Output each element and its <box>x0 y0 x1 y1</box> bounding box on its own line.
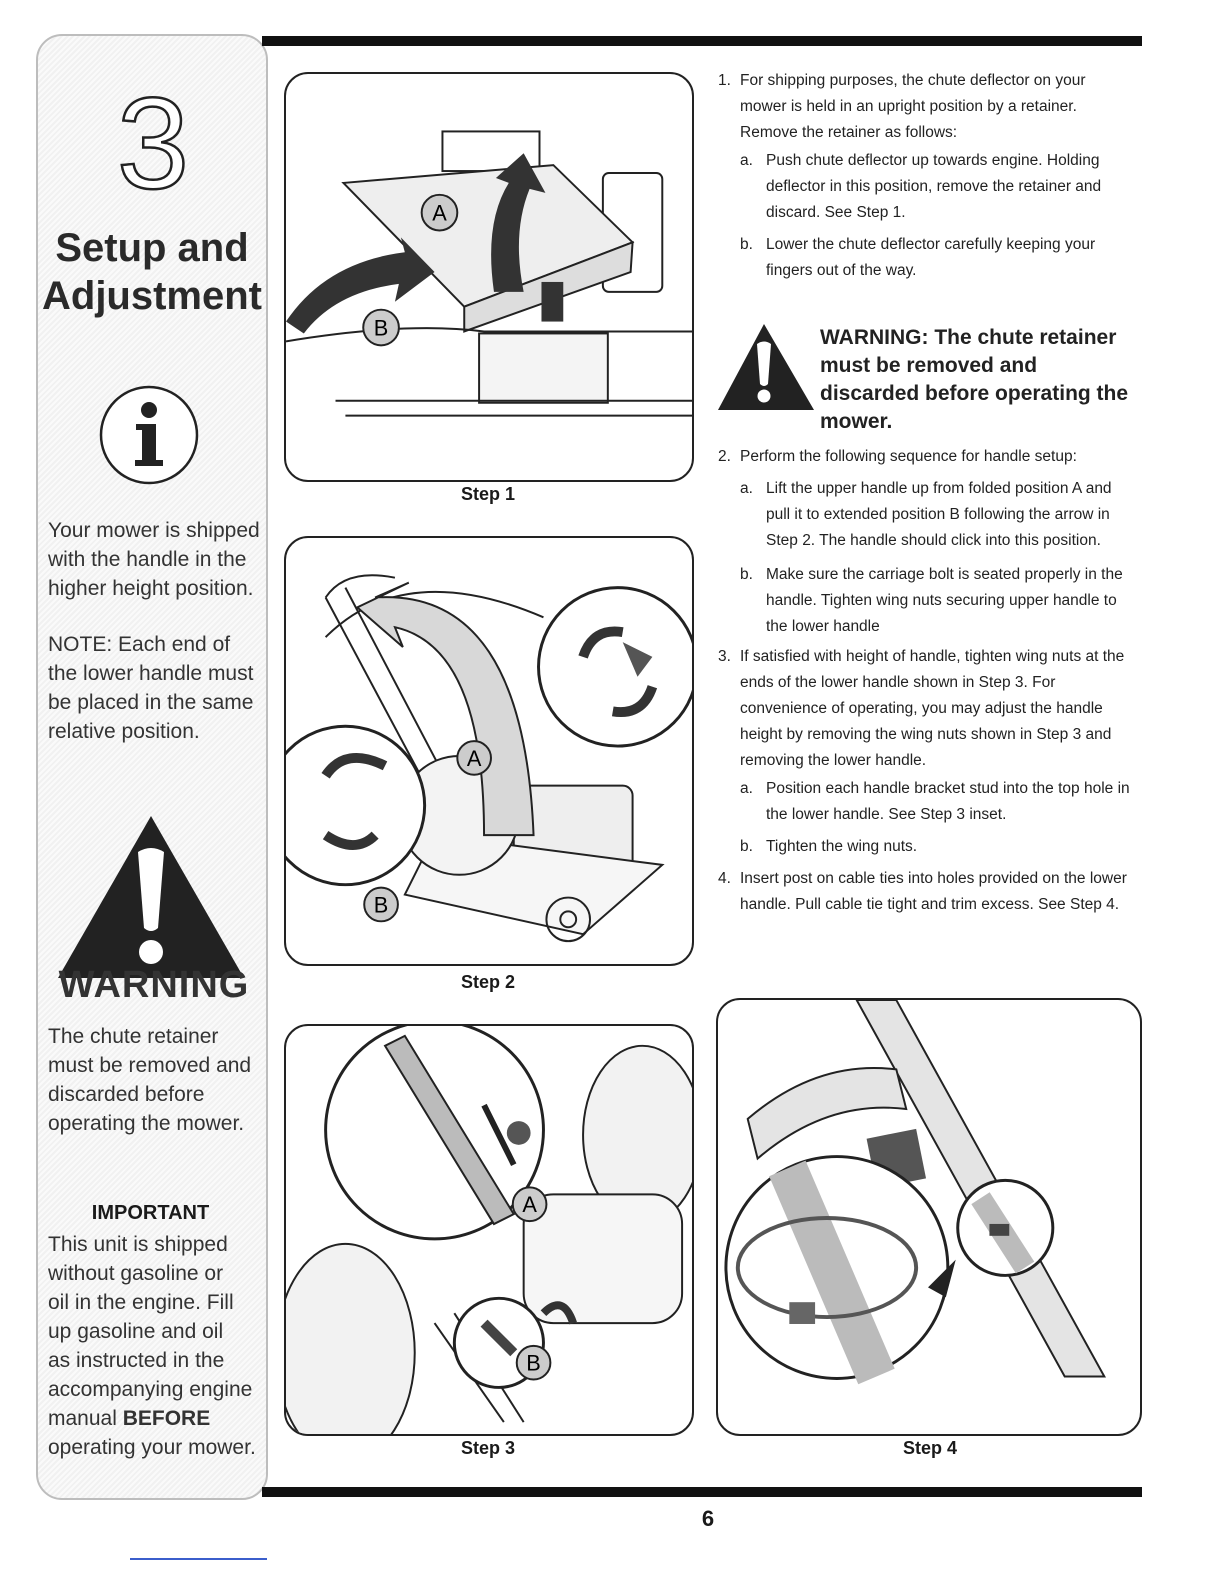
warning-text: The chute retainer must be removed and d… <box>48 1025 252 1135</box>
sidebar-panel <box>36 34 268 1500</box>
important-before: BEFORE <box>122 1407 211 1430</box>
step1-caption: Step 1 <box>460 484 516 504</box>
step2-illustration: A B <box>284 536 694 966</box>
step3-illustration: A B <box>284 1024 694 1436</box>
item2-text: Perform the following sequence for handl… <box>740 448 1077 465</box>
item3-text: If satisfied with height of handle, tigh… <box>740 648 1125 769</box>
svg-text:B: B <box>526 1351 541 1376</box>
item1a-text: Push chute deflector up towards engine. … <box>766 152 1102 221</box>
step2-caption: Step 2 <box>460 972 516 992</box>
item2a-text: Lift the upper handle up from folded pos… <box>766 480 1112 549</box>
item3b-letter: b. <box>740 838 753 855</box>
important-heading: IMPORTANT <box>91 1202 210 1224</box>
svg-text:A: A <box>522 1192 537 1217</box>
step3-caption: Step 3 <box>460 1438 516 1458</box>
item1b-text: Lower the chute deflector carefully keep… <box>766 236 1096 279</box>
chapter-title: Setup and Adjustment <box>36 224 268 320</box>
step3-drawing: A B <box>286 1026 692 1434</box>
item3a-letter: a. <box>740 780 753 797</box>
item2a-letter: a. <box>740 480 753 497</box>
shipped-note: Your mower is shipped with the handle in… <box>48 519 260 600</box>
item4-number: 4. <box>718 870 731 887</box>
item1-text: For shipping purposes, the chute deflect… <box>740 72 1086 141</box>
handle-note: NOTE: Each end of the lower handle must … <box>48 633 254 743</box>
important-text: This unit is shipped without gasoline or… <box>48 1230 258 1462</box>
svg-text:3: 3 <box>117 80 189 200</box>
svg-text:B: B <box>374 315 389 340</box>
warning-triangle-small-icon <box>718 324 814 410</box>
item1a-letter: a. <box>740 152 753 169</box>
step4-caption: Step 4 <box>902 1438 958 1458</box>
step2-drawing: A B <box>286 574 692 943</box>
chapter-number-outline: 3 <box>116 80 191 200</box>
svg-text:B: B <box>374 892 389 917</box>
chapter-title-line1: Setup and <box>55 226 249 270</box>
important-text-end: operating your mower. <box>48 1436 256 1459</box>
page-number: 6 <box>701 1506 715 1531</box>
step4-drawing <box>724 1000 1107 1385</box>
item3-number: 3. <box>718 648 731 665</box>
footer-link-line <box>130 1558 267 1560</box>
item3b-text: Tighten the wing nuts. <box>766 838 918 855</box>
item2b-letter: b. <box>740 566 753 583</box>
chute-warning: WARNING: The chute retainer must be remo… <box>820 326 1129 433</box>
item1b-letter: b. <box>740 236 753 253</box>
step1-illustration: A B <box>284 72 694 482</box>
warning-triangle-icon <box>58 816 244 978</box>
svg-text:A: A <box>467 746 482 771</box>
top-rule <box>262 36 1142 46</box>
item2b-text: Make sure the carriage bolt is seated pr… <box>766 566 1123 635</box>
item2-number: 2. <box>718 448 731 465</box>
svg-text:A: A <box>432 201 447 226</box>
step1-drawing: A B <box>286 130 692 417</box>
important-text-main: This unit is shipped without gasoline or… <box>48 1233 253 1430</box>
bottom-rule <box>262 1487 1142 1497</box>
item1-number: 1. <box>718 72 731 89</box>
info-icon <box>99 385 199 485</box>
item4-text: Insert post on cable ties into holes pro… <box>740 870 1127 913</box>
item3a-text: Position each handle bracket stud into t… <box>766 780 1130 823</box>
warning-heading: WARNING <box>58 964 250 1006</box>
step4-illustration <box>716 998 1142 1436</box>
chapter-title-line2: Adjustment <box>42 274 262 318</box>
